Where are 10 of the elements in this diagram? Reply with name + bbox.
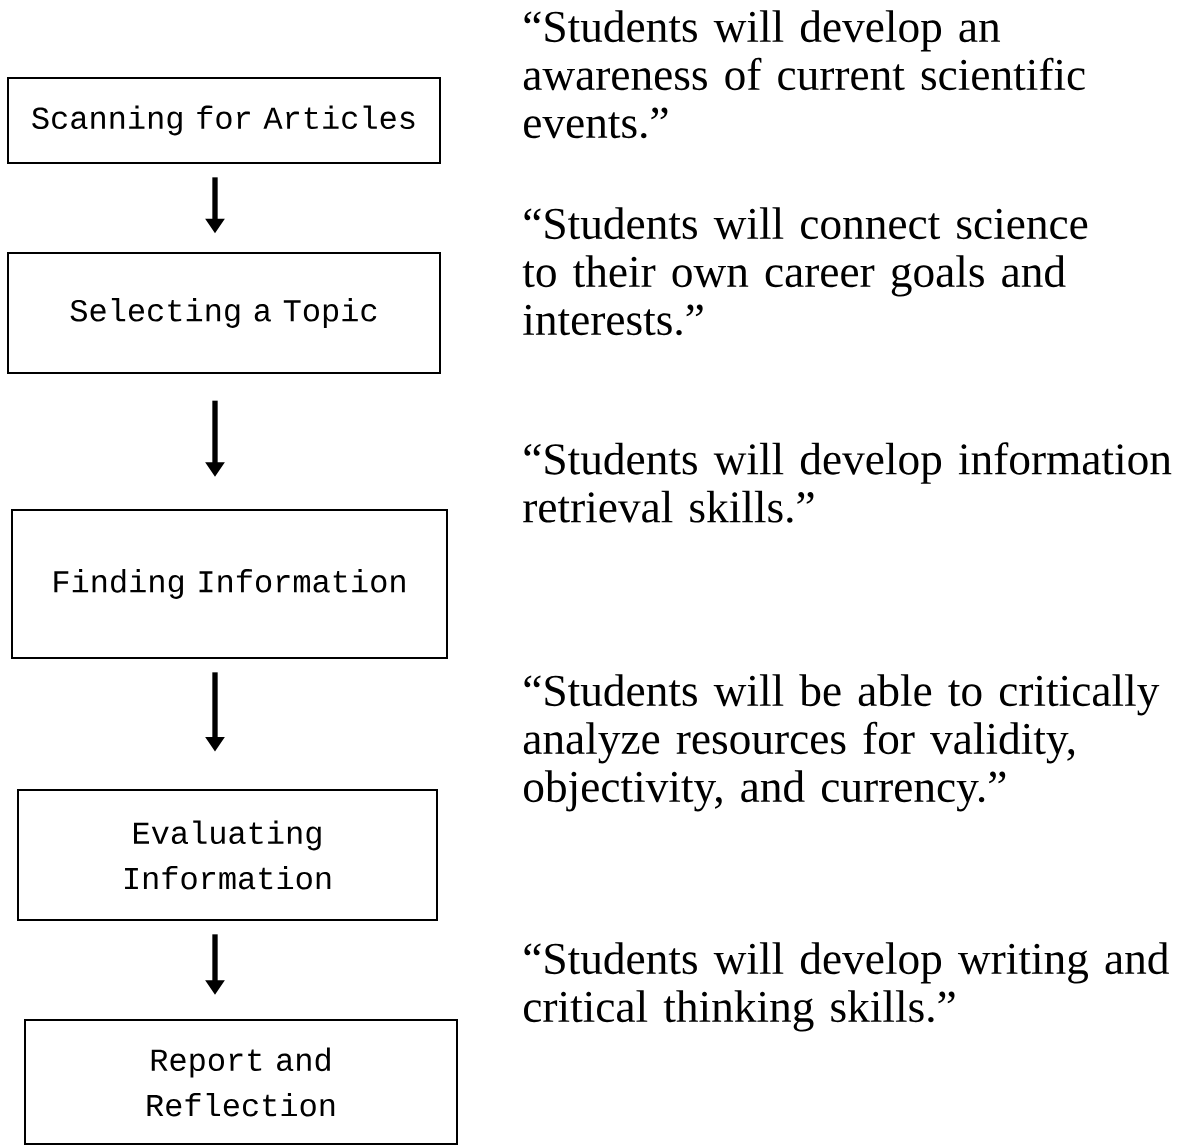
process-box: Finding Information	[11, 509, 448, 659]
objective-text: “Students will connect science to their own career goals and interests.”	[522, 207, 1088, 336]
objective-text: “Students will develop an awareness of current scientific events.”	[523, 10, 1085, 139]
process-box: Selecting a Topic	[7, 252, 441, 374]
objective-text: “Students will develop information retrieval skills.”	[523, 442, 1172, 523]
process-box: Scanning for Articles	[7, 77, 441, 164]
process-box: Report and Reflection	[24, 1019, 458, 1145]
process-box: Evaluating Information	[17, 789, 438, 921]
objective-text: “Students will develop writing and critical thinking skills.”	[524, 942, 1169, 1032]
objective-text: “Students will be able to critically analyze resources for validity, objectivity, and currency.”	[523, 674, 1160, 812]
